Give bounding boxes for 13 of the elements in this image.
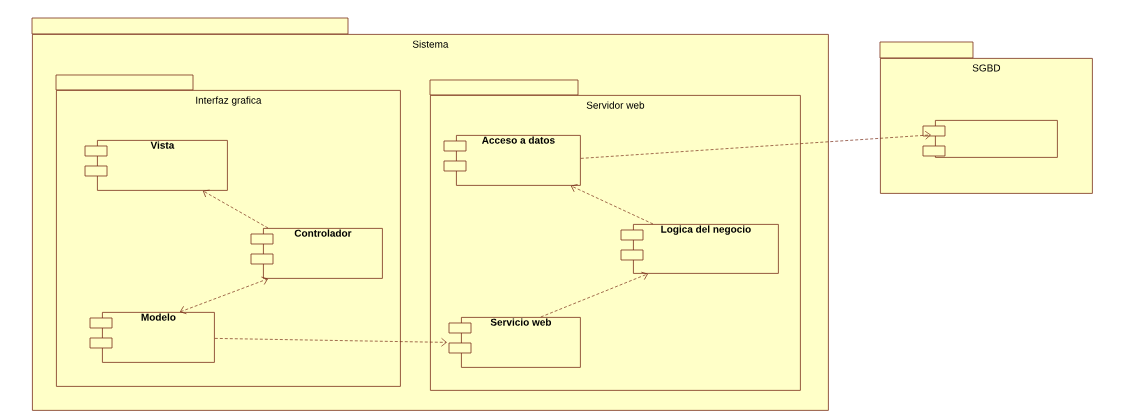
component-box: Acceso a datos	[443, 135, 581, 186]
component-box: Modelo	[89, 312, 215, 363]
component-box: Servicio web	[448, 317, 581, 368]
dependency-arrow	[180, 276, 268, 315]
dependency-arrow	[540, 271, 648, 318]
dependency-arrow	[580, 130, 931, 159]
dependency-arrow	[202, 189, 269, 229]
dependency-arrow	[570, 184, 654, 225]
component-box: Controlador	[250, 228, 383, 279]
component-box: Logica del negocio	[620, 224, 779, 274]
dependency-arrow	[214, 337, 447, 347]
component-box: Vista	[84, 140, 228, 191]
component-box	[922, 120, 1058, 158]
